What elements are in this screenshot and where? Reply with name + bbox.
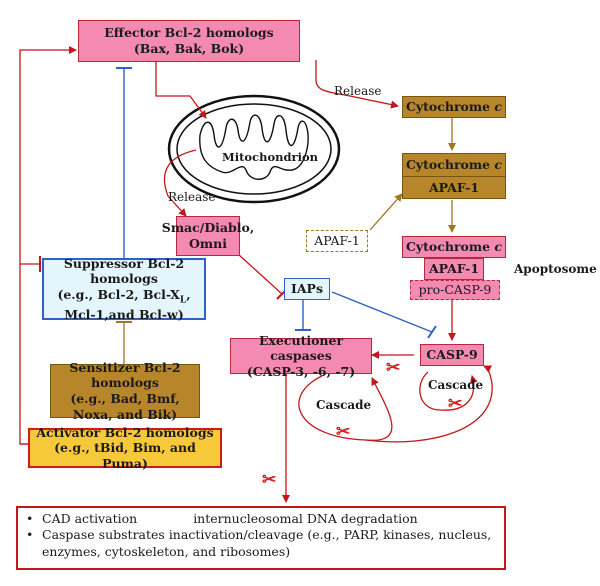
apoptosome-apaf-label: APAF-1: [428, 261, 480, 277]
red-arrows: [19, 46, 493, 503]
apoptosome-label: Apoptosome: [514, 262, 597, 276]
scissors-icon: ✂: [386, 358, 401, 378]
mitochondrion-icon: [167, 94, 341, 204]
substrates-line2: enzymes, cytoskeleton, and ribosomes): [42, 543, 291, 559]
suppressor-line3: Mcl-1,and Bcl-w): [64, 306, 184, 322]
suppressor-line2: (e.g., Bcl-2, Bcl-XL,: [57, 286, 191, 306]
activator-line1: Activator Bcl-2 homologs: [36, 424, 214, 440]
apoptosome-apaf-box: APAF-1: [424, 258, 484, 280]
executioner-line1: Executioner caspases: [258, 332, 344, 364]
scissors-icon: ✂: [336, 422, 351, 442]
mitochondrion-label: Mitochondrion: [222, 150, 318, 164]
cytochrome-apaf-box: Cytochrome c APAF-1: [402, 153, 506, 199]
executioner-line2: (CASP-3, -6, -7): [246, 363, 356, 379]
effector-members: (Bax, Bak, Bok): [133, 41, 245, 56]
outcome-box: • CAD activation internucleosomal DNA de…: [16, 506, 506, 570]
cytochrome-c-label: Cytochrome c: [405, 99, 503, 115]
casp9-box: CASP-9: [420, 344, 484, 366]
iaps-label: IAPs: [291, 281, 323, 297]
release-top-label: Release: [334, 84, 382, 98]
executioner-box: Executioner caspases (CASP-3, -6, -7): [230, 333, 372, 379]
effector-title: Effector Bcl-2 homologs: [104, 25, 274, 41]
cad-activation-text: CAD activation: [42, 511, 138, 526]
sensitizer-line1: Sensitizer Bcl-2 homologs: [69, 359, 181, 391]
blue-inhibitions: [116, 67, 437, 339]
substrates-line1: Caspase substrates inactivation/cleavage…: [42, 527, 492, 543]
pro-casp9-label: pro-CASP-9: [418, 282, 492, 298]
sensitizer-line2: (e.g., Bad, Bmf,: [70, 391, 180, 406]
apoptosome-cyt-box: Cytochrome c: [402, 236, 506, 258]
smac-line1: Smac/Diablo,: [161, 220, 255, 236]
effector-box: Effector Bcl-2 homologs (Bax, Bak, Bok): [78, 20, 300, 62]
cascade-right-label: Cascade: [428, 378, 484, 392]
activator-box: Activator Bcl-2 homologs (e.g., tBid, Bi…: [28, 424, 222, 471]
smac-box: Smac/Diablo, Omni: [162, 216, 254, 256]
scissors-icon: ✂: [448, 394, 463, 414]
cytochrome-apaf-cyt: Cytochrome c: [403, 153, 505, 177]
apaf1-free-box: APAF-1: [306, 230, 368, 252]
outcome-item-cad: • CAD activation internucleosomal DNA de…: [26, 511, 418, 526]
apaf1-free-label: APAF-1: [314, 233, 360, 249]
suppressor-box: Suppressor Bcl-2 homologs (e.g., Bcl-2, …: [42, 255, 206, 322]
brown-arrows: [116, 118, 456, 364]
scissors-icon: ✂: [262, 470, 277, 490]
dna-degradation-text: internucleosomal DNA degradation: [193, 511, 418, 526]
activator-line2: (e.g., tBid, Bim, and Puma): [54, 440, 196, 471]
release-left-label: Release: [168, 190, 216, 204]
casp9-label: CASP-9: [426, 347, 478, 363]
cytochrome-c-box: Cytochrome c: [402, 96, 506, 118]
smac-line2: Omni: [189, 236, 227, 251]
sensitizer-line3: Noxa, and Bik): [72, 406, 178, 422]
sensitizer-box: Sensitizer Bcl-2 homologs (e.g., Bad, Bm…: [50, 360, 200, 422]
pro-casp9-box: pro-CASP-9: [410, 280, 500, 300]
suppressor-line1: Suppressor Bcl-2 homologs: [63, 255, 185, 287]
cascade-left-label: Cascade: [316, 398, 372, 412]
outcome-item-substrates: • Caspase substrates inactivation/cleava…: [26, 527, 492, 559]
apoptosome-cyt-label: Cytochrome c: [405, 239, 503, 255]
cytochrome-apaf-apaf: APAF-1: [428, 180, 480, 195]
iaps-box: IAPs: [284, 278, 330, 300]
